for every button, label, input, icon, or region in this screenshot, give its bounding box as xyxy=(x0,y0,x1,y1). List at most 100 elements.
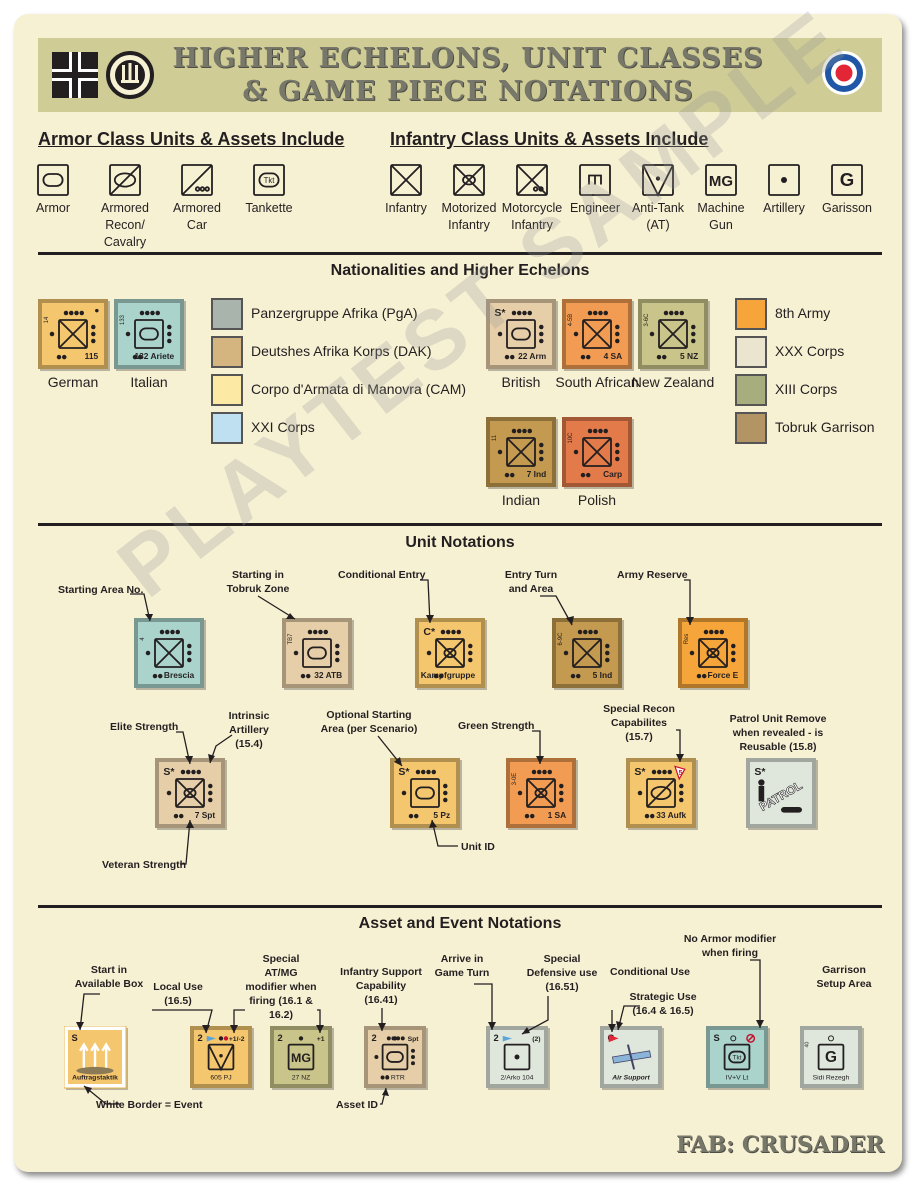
annotation-special-atmg: Special AT/MG modifier when firing (16.1… xyxy=(245,953,317,1021)
armor-class-label: Armor xyxy=(35,201,71,215)
nationality-label: Polish xyxy=(577,492,617,508)
svg-text:G: G xyxy=(825,1049,837,1066)
armor-class-label: Tankette xyxy=(245,201,293,215)
title-insignia xyxy=(52,51,866,99)
infantry-class-label: Machine Gun xyxy=(697,201,745,232)
armor-class-armor: Armor xyxy=(18,162,88,217)
annotation-no-armor: No Armor modifier when firing xyxy=(683,933,777,959)
svg-text:8 RTR: 8 RTR xyxy=(385,1074,405,1081)
svg-text:TB7: TB7 xyxy=(288,634,294,645)
legend-swatch xyxy=(211,336,243,368)
page-title-line-1: HIGHER ECHELONS, UNIT CLASSES xyxy=(172,43,764,74)
svg-text:5 Ind: 5 Ind xyxy=(593,670,613,680)
infantry-class-motorized: Motorized Infantry xyxy=(434,162,504,234)
legend-swatch xyxy=(211,374,243,406)
svg-text:Air Support: Air Support xyxy=(611,1074,650,1081)
svg-text:S*: S* xyxy=(163,766,175,778)
svg-text:2: 2 xyxy=(371,1033,376,1043)
svg-text:C*: C* xyxy=(423,626,436,638)
annotation-optional-starting: Optional Starting Area (per Scenario) xyxy=(320,709,418,735)
svg-text:133: 133 xyxy=(120,314,126,325)
artillery-symbol-icon xyxy=(768,164,800,196)
annotation-asset-id: Asset ID xyxy=(336,1099,379,1111)
balkenkreuz-icon xyxy=(52,52,98,98)
legend-swatch xyxy=(735,336,767,368)
svg-text:+1: +1 xyxy=(317,1036,325,1043)
motorized-symbol-icon xyxy=(453,164,485,196)
legend-label: XXI Corps xyxy=(251,419,315,435)
antitank-symbol-icon xyxy=(642,164,674,198)
legend-swatch xyxy=(735,298,767,330)
svg-text:S*: S* xyxy=(494,307,506,319)
svg-text:2: 2 xyxy=(493,1033,498,1043)
armor-class-label: Armored Car xyxy=(173,201,221,232)
tankette-symbol-icon: Tkt xyxy=(253,164,285,196)
legend-swatch xyxy=(735,412,767,444)
divider xyxy=(38,252,882,255)
legend-label: XXX Corps xyxy=(775,343,845,359)
armor-class-recon: Armored Recon/ Cavalry xyxy=(90,162,160,251)
infantry-class-label: Motorcycle Infantry xyxy=(501,201,563,232)
svg-text:1 SA: 1 SA xyxy=(548,810,567,820)
armored-car-symbol-icon xyxy=(181,164,213,196)
nationality-label: South African xyxy=(555,374,639,390)
legend-label: 8th Army xyxy=(775,305,831,321)
annotation-unit-id: Unit ID xyxy=(461,841,495,853)
annotation-conditional-use: Conditional Use xyxy=(610,966,690,978)
svg-text:4: 4 xyxy=(140,637,146,641)
annotation-conditional-entry: Conditional Entry xyxy=(338,569,426,581)
svg-text:2/Arko 104: 2/Arko 104 xyxy=(501,1074,534,1081)
svg-text:Sidi Rezegh: Sidi Rezegh xyxy=(813,1074,850,1081)
footer-title: FAB: CRUSADER xyxy=(676,1132,884,1158)
svg-text:132 Ariete: 132 Ariete xyxy=(134,351,174,361)
garrison-symbol-icon: G xyxy=(831,164,863,196)
infantry-class-label: Motorized Infantry xyxy=(441,201,497,232)
annotation-garrison-setup: Garrison Setup Area xyxy=(816,964,872,990)
svg-text:32 ATB: 32 ATB xyxy=(314,670,342,680)
svg-text:27 NZ: 27 NZ xyxy=(292,1074,311,1081)
annotation-green-strength: Green Strength xyxy=(458,720,535,732)
armor-section-title: Armor Class Units & Assets Include xyxy=(38,129,345,149)
svg-text:605 PJ: 605 PJ xyxy=(210,1074,231,1081)
svg-text:Carp: Carp xyxy=(603,469,622,479)
annotation-special-recon: Special Recon Capabilites (15.7) xyxy=(603,703,675,743)
svg-text:11: 11 xyxy=(492,434,498,441)
counter-italian: 132 Ariete 133 xyxy=(114,299,188,378)
svg-text:5: 5 xyxy=(679,770,683,777)
infantry-class-label: Anti-Tank (AT) xyxy=(631,201,685,232)
infantry-symbol-icon xyxy=(390,164,422,196)
nationalities-title: Nationalities and Higher Echelons xyxy=(330,262,590,279)
svg-text:(2): (2) xyxy=(532,1036,540,1043)
infantry-class-artillery: Artillery xyxy=(749,162,819,217)
svg-text:115: 115 xyxy=(85,351,99,361)
svg-text:S: S xyxy=(71,1033,77,1043)
svg-text:7 Ind: 7 Ind xyxy=(527,469,547,479)
recon-symbol-icon xyxy=(109,164,141,196)
annotation-elite-strength: Elite Strength xyxy=(110,721,179,733)
svg-text:4-5B: 4-5B xyxy=(568,314,574,327)
divider xyxy=(38,905,882,908)
infantry-class-infantry: Infantry xyxy=(371,162,441,217)
legend-label: XIII Corps xyxy=(775,381,838,397)
svg-text:S*: S* xyxy=(634,766,646,778)
svg-text:MG: MG xyxy=(709,173,733,190)
asset-notations-title: Asset and Event Notations xyxy=(358,915,562,932)
annotation-arrive-game-turn: Arrive in Game Turn xyxy=(434,953,490,979)
annotation-special-defensive: Special Defensive use (16.51) xyxy=(526,953,598,993)
svg-text:Res: Res xyxy=(684,634,690,645)
legend-label: Panzergruppe Afrika (PgA) xyxy=(251,305,418,321)
infantry-class-motorcycle: Motorcycle Infantry xyxy=(497,162,567,234)
annotation-starting-tobruk: Starting in Tobruk Zone xyxy=(226,569,290,595)
counter-indian: 7 Ind 11 xyxy=(486,417,560,496)
